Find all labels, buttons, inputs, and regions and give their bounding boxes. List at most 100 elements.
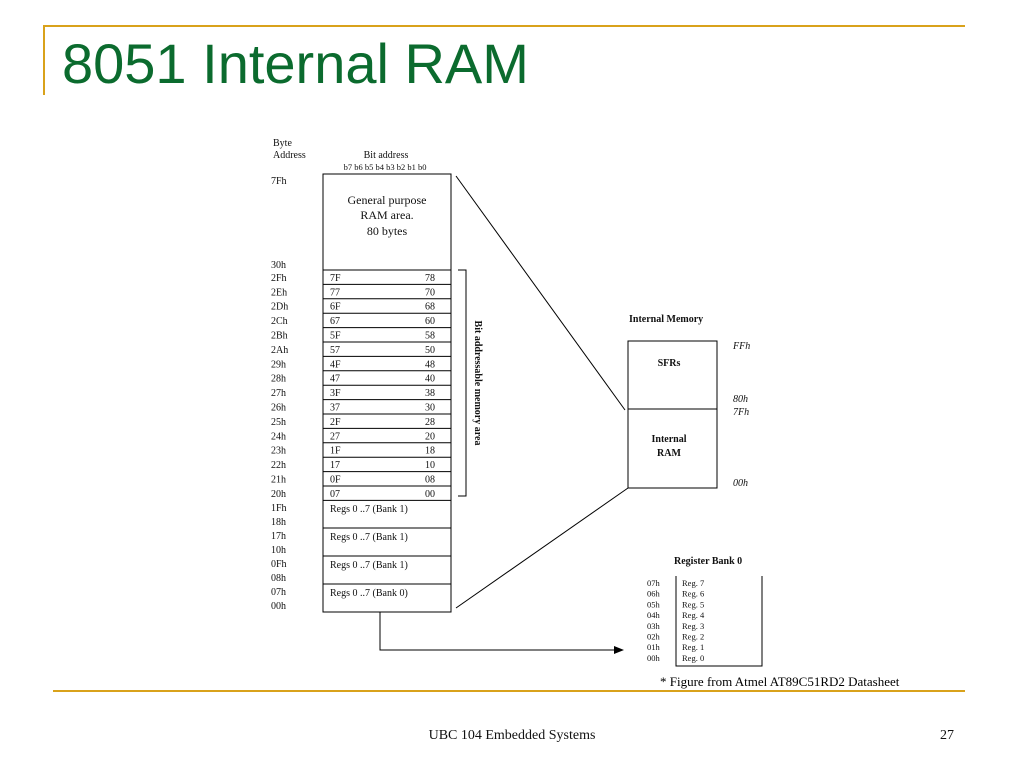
bit-row-high: 27	[330, 431, 340, 442]
bit-row-high: 3F	[330, 388, 341, 399]
bit-row-low: 48	[425, 359, 435, 370]
bit-row-low: 28	[425, 417, 435, 428]
bit-row-high: 0F	[330, 475, 341, 486]
bank-row-label: Regs 0 ..7 (Bank 1)	[330, 532, 408, 543]
address-80h: 80h	[733, 394, 748, 405]
reg-row-name: Reg. 6	[682, 589, 704, 599]
bit-row-address: 24h	[271, 431, 286, 442]
bit-labels: b7 b6 b5 b4 b3 b2 b1 b0	[344, 162, 427, 172]
bit-row-address: 23h	[271, 446, 286, 457]
figure-caption: * Figure from Atmel AT89C51RD2 Datasheet	[660, 674, 900, 689]
bit-row-address: 2Ah	[271, 345, 288, 356]
slide-footer: UBC 104 Embedded Systems	[428, 728, 596, 743]
bit-row-high: 7F	[330, 273, 341, 284]
bit-row-low: 50	[425, 345, 435, 356]
bit-row-low: 38	[425, 388, 435, 399]
bit-row-low: 78	[425, 273, 435, 284]
top-accent-rule	[43, 25, 965, 27]
internal-ram-label-2: RAM	[657, 448, 681, 459]
bit-row-address: 22h	[271, 460, 286, 471]
bank-row-address-top: 0Fh	[271, 559, 287, 570]
reg-row-address: 06h	[647, 589, 661, 599]
bit-row-low: 40	[425, 374, 435, 385]
bit-row-address: 20h	[271, 489, 286, 500]
address-00h-internal: 00h	[733, 478, 748, 489]
bit-row-high: 5F	[330, 331, 341, 342]
bit-address-header: Bit address	[364, 150, 409, 161]
reg-row-name: Reg. 4	[682, 610, 705, 620]
bit-row-low: 30	[425, 403, 435, 414]
bank-row-address-bottom: 00h	[271, 601, 286, 612]
bit-row-low: 58	[425, 331, 435, 342]
bit-row-high: 07	[330, 489, 340, 500]
bit-row-address: 2Eh	[271, 287, 287, 298]
bit-row-high: 37	[330, 403, 340, 414]
bit-area-label: Bit addressable memory area	[472, 321, 483, 446]
reg-row-name: Reg. 1	[682, 642, 704, 652]
bit-row-address: 2Bh	[271, 331, 288, 342]
reg-row-address: 00h	[647, 653, 661, 663]
reg-row-name: Reg. 2	[682, 632, 704, 642]
bit-row-address: 27h	[271, 388, 286, 399]
address-30h: 30h	[271, 260, 286, 271]
reg-row-address: 07h	[647, 578, 661, 588]
bit-row-address: 2Dh	[271, 302, 288, 313]
reg-row-name: Reg. 0	[682, 653, 704, 663]
bit-row-high: 6F	[330, 302, 341, 313]
sfr-label: SFRs	[658, 358, 681, 369]
bit-row-high: 67	[330, 316, 340, 327]
register-bank-outline	[675, 576, 763, 667]
bit-row-low: 20	[425, 431, 435, 442]
bank-row-address-top: 1Fh	[271, 503, 287, 514]
connector-lower	[455, 487, 629, 609]
reg-row-address: 04h	[647, 610, 661, 620]
address-7fh-internal: 7Fh	[733, 407, 749, 418]
byte-address-header-1: Byte	[273, 138, 292, 149]
bank-row-label: Regs 0 ..7 (Bank 1)	[330, 504, 408, 515]
bank-row-address-top: 07h	[271, 587, 286, 598]
bank-row-label: Regs 0 ..7 (Bank 1)	[330, 560, 408, 571]
bit-row-high: 2F	[330, 417, 341, 428]
reg-row-address: 05h	[647, 599, 661, 609]
internal-ram-label-1: Internal	[652, 434, 687, 445]
bit-row-high: 57	[330, 345, 340, 356]
bit-row-address: 21h	[271, 475, 286, 486]
bank-row-address-bottom: 08h	[271, 573, 286, 584]
reg-row-address: 01h	[647, 642, 661, 652]
address-7fh: 7Fh	[271, 176, 287, 187]
bit-row-low: 00	[425, 489, 435, 500]
register-bank-title: Register Bank 0	[674, 556, 742, 567]
general-area-line-2: RAM area.	[360, 208, 413, 222]
bit-row-high: 47	[330, 374, 340, 385]
bit-row-low: 70	[425, 287, 435, 298]
reg-row-name: Reg. 3	[682, 621, 704, 631]
bit-row-low: 18	[425, 446, 435, 457]
internal-memory-box	[627, 340, 718, 489]
bit-row-low: 68	[425, 302, 435, 313]
bit-row-address: 2Ch	[271, 316, 288, 327]
general-area-line-1: General purpose	[348, 193, 427, 207]
connector-upper	[455, 175, 626, 411]
bank-row-address-bottom: 10h	[271, 545, 286, 556]
bit-row-low: 10	[425, 460, 435, 471]
bank0-arrow-line	[379, 612, 616, 651]
reg-row-name: Reg. 5	[682, 599, 704, 609]
reg-row-name: Reg. 7	[682, 578, 704, 588]
bit-row-high: 4F	[330, 359, 341, 370]
bank-row-address-bottom: 18h	[271, 517, 286, 528]
bit-row-address: 2Fh	[271, 273, 287, 284]
bit-row-address: 25h	[271, 417, 286, 428]
left-accent-rule	[43, 27, 45, 95]
bit-row-address: 26h	[271, 403, 286, 414]
bit-row-high: 1F	[330, 446, 341, 457]
bit-row-high: 17	[330, 460, 340, 471]
bit-row-address: 29h	[271, 359, 286, 370]
bit-row-high: 77	[330, 287, 340, 298]
reg-row-address: 03h	[647, 621, 661, 631]
page-number: 27	[940, 728, 954, 743]
bank-row-label: Regs 0 ..7 (Bank 0)	[330, 588, 408, 599]
